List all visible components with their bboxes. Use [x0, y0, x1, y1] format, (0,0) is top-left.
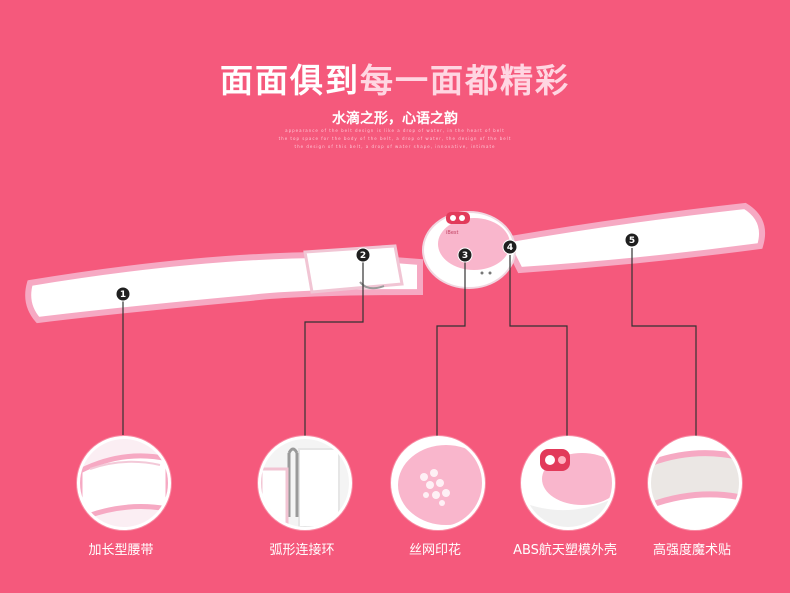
leader-line-5 [631, 248, 697, 436]
metal-ring [359, 281, 385, 290]
feature-caption-4: ABS航天塑模外壳 [513, 543, 617, 558]
detail-circle-shell [521, 436, 615, 530]
leader-line-3 [436, 262, 466, 436]
feature-caption-5: 高强度魔术贴 [652, 543, 731, 558]
device-face [438, 218, 510, 270]
detail-circle-print [391, 436, 485, 530]
page-title: 面面俱到每一面都精彩 [0, 54, 790, 102]
device-badge [446, 212, 470, 224]
device-brand: iBest [446, 230, 459, 236]
feature-caption-2: 弧形连接环 [269, 543, 335, 558]
marker-2 [355, 247, 371, 263]
feature-caption-1: 加长型腰带 [88, 543, 154, 558]
title-pink-part: 每一面都精彩 [360, 61, 570, 100]
marker-3-label: 3 [462, 251, 468, 261]
marker-4 [502, 239, 518, 255]
marker-5-label: 5 [629, 236, 635, 246]
fine-print-line-1: appearance of the belt design is like a … [285, 128, 505, 133]
marker-3 [457, 247, 473, 263]
detail-circle-belt [77, 436, 171, 530]
leader-line-2 [304, 262, 364, 436]
fine-print-line-2: the top space for the body of the belt, … [278, 136, 512, 141]
marker-1 [115, 286, 131, 302]
detail-circle-velcro [648, 436, 742, 530]
fine-print-line-3: the design of this belt, a drop of water… [294, 144, 496, 149]
detail-circle-ring [258, 436, 352, 530]
marker-2-label: 2 [360, 251, 366, 261]
leader-line-4 [509, 255, 568, 436]
feature-caption-3: 丝网印花 [408, 543, 461, 558]
title-white-part: 面面俱到 [220, 61, 360, 100]
marker-4-label: 4 [507, 243, 513, 253]
marker-1-label: 1 [120, 290, 126, 300]
strap-slider [303, 244, 404, 294]
marker-5 [624, 232, 640, 248]
page-subtitle: 水滴之形，心语之韵 [332, 111, 458, 127]
